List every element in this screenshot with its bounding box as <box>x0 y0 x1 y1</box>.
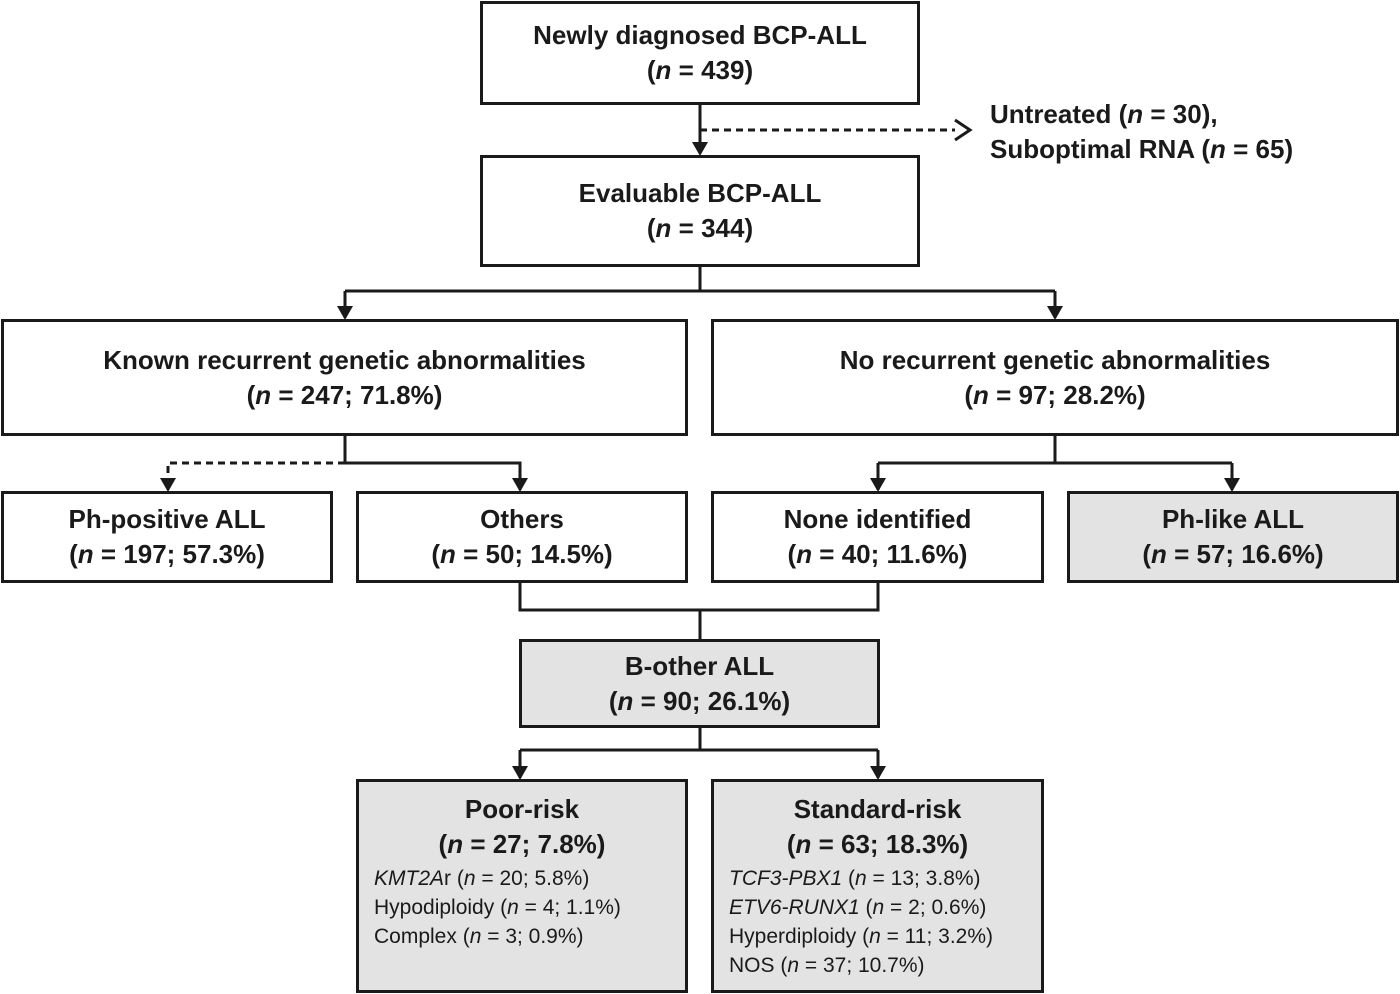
node-title: None identified <box>783 504 972 534</box>
connector-merge-to-b-other <box>518 582 880 640</box>
arrowhead-evaluable <box>692 142 708 156</box>
node-title: B-other ALL <box>624 650 775 681</box>
node-standard-risk: Standard-risk (n = 63; 18.3%) TCF3-PBX1 … <box>711 779 1044 993</box>
node-b-other: B-other ALL (n = 90; 26.1%) <box>519 639 880 728</box>
excluded-suboptimal-rna: Suboptimal RNA (n = 65) <box>990 134 1294 164</box>
subgroup-nos: NOS (n = 37; 10.7%) <box>729 954 925 977</box>
node-title: Others <box>480 504 564 534</box>
subgroup-hypodiploidy: Hypodiploidy (n = 4; 1.1%) <box>374 896 621 919</box>
arrowhead-exclusion <box>954 118 973 142</box>
excluded-note: Untreated (n = 30), Suboptimal RNA (n = … <box>990 97 1293 167</box>
subgroup-tcf3-pbx1: TCF3-PBX1 (n = 13; 3.8%) <box>729 867 981 890</box>
arrowhead-ph-positive <box>160 478 176 492</box>
node-ph-like: Ph-like ALL (n = 57; 16.6%) <box>1067 491 1399 583</box>
node-others: Others (n = 50; 14.5%) <box>356 491 688 583</box>
subgroup-list: TCF3-PBX1 (n = 13; 3.8%) ETV6-RUNX1 (n =… <box>729 864 993 980</box>
connector-b-other-split <box>518 727 880 778</box>
arrowhead-ph-like <box>1224 478 1240 492</box>
node-count: (n = 439) <box>646 55 754 85</box>
subgroup-kmt2ar: KMT2Ar (n = 20; 5.8%) <box>374 867 590 890</box>
arrowhead-poor-risk <box>512 766 528 780</box>
node-title: Evaluable BCP-ALL <box>578 178 822 208</box>
node-title: Ph-like ALL <box>1161 504 1305 534</box>
node-count: (n = 97; 28.2%) <box>964 379 1146 410</box>
connector-known-to-ph-positive-dotted <box>166 461 345 490</box>
node-title: No recurrent genetic abnormalities <box>839 344 1271 375</box>
node-none-identified: None identified (n = 40; 11.6%) <box>711 491 1044 583</box>
subgroup-list: KMT2Ar (n = 20; 5.8%) Hypodiploidy (n = … <box>374 864 621 951</box>
node-title: Standard-risk <box>793 794 962 824</box>
arrowhead-no-recurrent <box>1047 306 1063 320</box>
subgroup-etv6-runx1: ETV6-RUNX1 (n = 2; 0.6%) <box>729 896 987 919</box>
node-ph-positive: Ph-positive ALL (n = 197; 57.3%) <box>1 491 333 583</box>
connector-evaluable-split <box>343 266 1057 318</box>
node-title: Known recurrent genetic abnormalities <box>103 344 586 375</box>
connector-no-recurrent-split <box>876 435 1234 490</box>
arrowhead-standard-risk <box>870 766 886 780</box>
node-evaluable: Evaluable BCP-ALL (n = 344) <box>480 155 920 267</box>
node-count: (n = 40; 11.6%) <box>787 539 968 569</box>
node-count: (n = 50; 14.5%) <box>431 539 613 569</box>
arrowhead-others <box>512 478 528 492</box>
subgroup-hyperdiploidy: Hyperdiploidy (n = 11; 3.2%) <box>729 925 994 948</box>
subgroup-complex: Complex (n = 3; 0.9%) <box>374 925 584 948</box>
node-title: Newly diagnosed BCP-ALL <box>533 20 867 50</box>
node-count: (n = 344) <box>646 213 754 243</box>
node-known-recurrent: Known recurrent genetic abnormalities (n… <box>1 319 688 436</box>
node-count: (n = 27; 7.8%) <box>438 829 606 859</box>
node-no-recurrent: No recurrent genetic abnormalities (n = … <box>711 319 1399 436</box>
arrowhead-none-identified <box>870 478 886 492</box>
connector-known-split <box>343 435 522 490</box>
node-newly-diagnosed: Newly diagnosed BCP-ALL (n = 439) <box>480 1 920 105</box>
node-count: (n = 197; 57.3%) <box>69 539 265 569</box>
node-count: (n = 57; 16.6%) <box>1142 539 1324 569</box>
node-count: (n = 247; 71.8%) <box>246 379 443 410</box>
node-count: (n = 63; 18.3%) <box>786 829 969 859</box>
excluded-untreated: Untreated (n = 30), <box>990 99 1218 129</box>
node-count: (n = 90; 26.1%) <box>608 685 791 716</box>
node-title: Ph-positive ALL <box>68 504 266 534</box>
node-title: Poor-risk <box>464 794 580 824</box>
node-poor-risk: Poor-risk (n = 27; 7.8%) KMT2Ar (n = 20;… <box>356 779 688 993</box>
arrowhead-known <box>337 306 353 320</box>
